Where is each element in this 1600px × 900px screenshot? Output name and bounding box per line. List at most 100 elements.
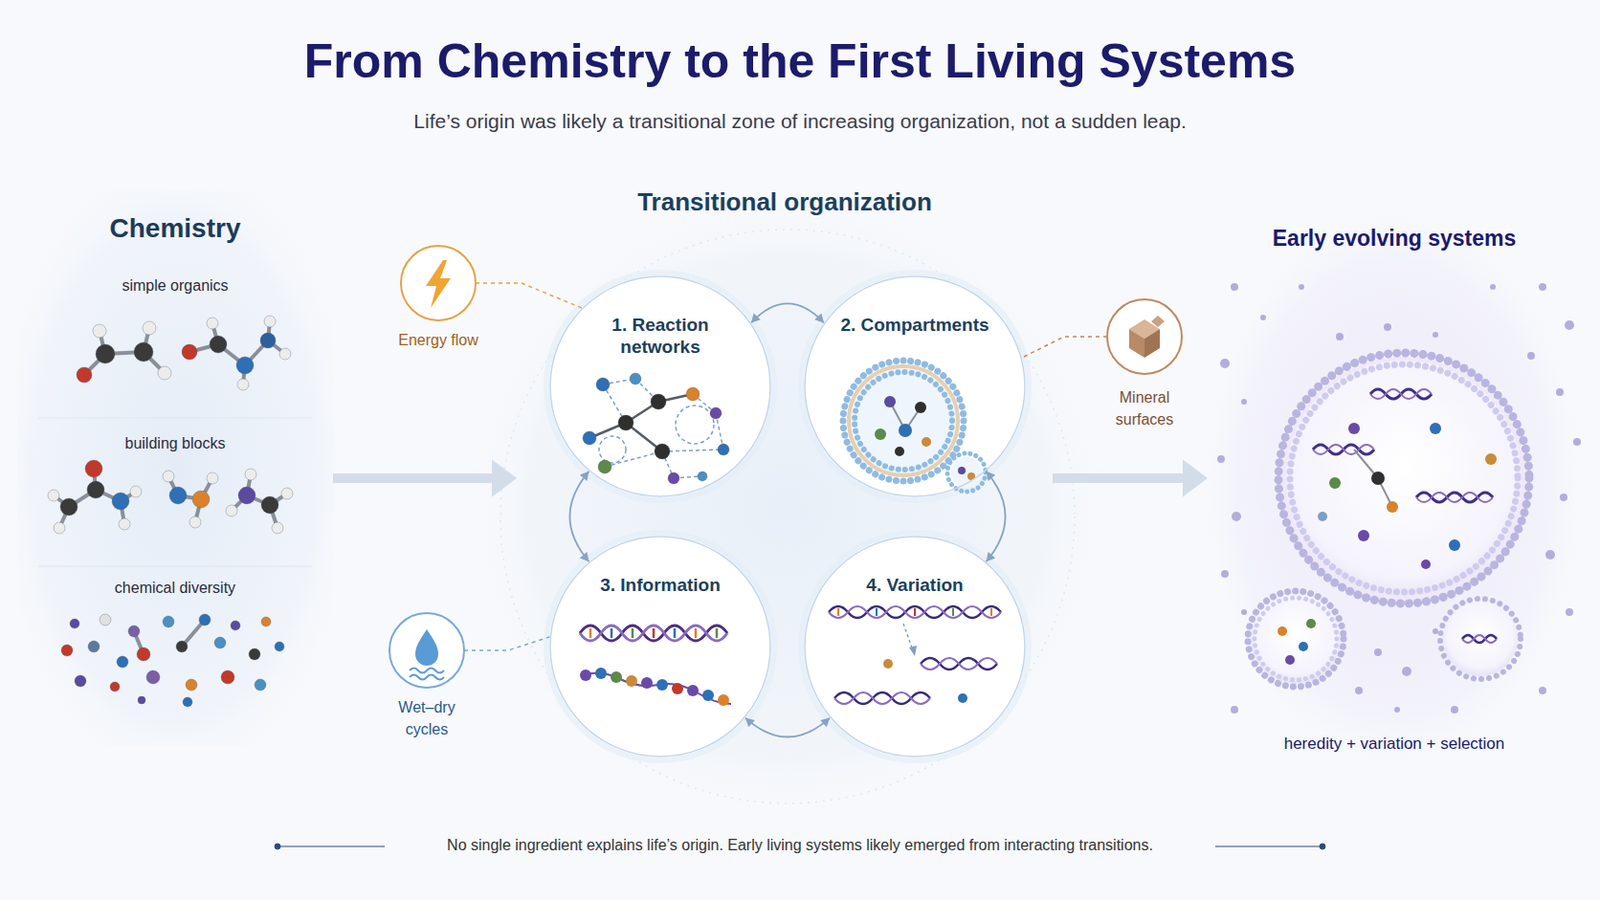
arrow-head [751, 313, 761, 324]
mineral-crystal [1129, 315, 1165, 358]
water-drop [415, 629, 439, 667]
molecule-model [95, 344, 115, 364]
molecule-model [92, 324, 107, 338]
ambient-dots [1230, 283, 1239, 291]
flow-arrow [1052, 460, 1208, 498]
reaction-network [675, 405, 714, 445]
panel-glows [1198, 200, 1591, 776]
dashed-leader [1022, 336, 1108, 358]
cycle-arrow [745, 718, 830, 738]
molecule-model [99, 614, 112, 626]
molecule-model [192, 490, 210, 509]
circle-outline [803, 275, 1026, 498]
molecule-model [74, 675, 87, 688]
molecule-model [47, 315, 293, 708]
arrow-head [491, 460, 517, 498]
protocell [1416, 492, 1493, 503]
stage-circle: 3. Information [549, 535, 772, 758]
circle-outline [550, 276, 771, 497]
rna-strand [579, 625, 732, 707]
molecule-model [116, 656, 129, 668]
ambient-dots [1221, 570, 1229, 578]
molecule-model [261, 617, 271, 627]
rna-strand [702, 689, 714, 702]
rna-strand [641, 677, 653, 689]
arrow-head [986, 471, 997, 482]
icon-label: Mineral surfaces [1104, 386, 1185, 431]
reaction-network [589, 394, 693, 452]
molecule-model [189, 516, 201, 529]
ambient-dots [1565, 608, 1574, 617]
molecule-model [110, 682, 120, 692]
molecule-model [185, 679, 198, 691]
ambient-dots [1559, 493, 1568, 502]
protocell [1371, 471, 1385, 486]
protocell [1329, 477, 1341, 489]
dashed-leader [464, 637, 550, 651]
protocell [1254, 598, 1337, 681]
reaction-network [717, 444, 730, 456]
rna-strand [589, 628, 593, 639]
molecule-model [47, 489, 60, 502]
molecule-model [209, 335, 227, 354]
molecule-model [128, 625, 140, 638]
molecule-model [274, 642, 285, 652]
reaction-network [596, 377, 610, 392]
ambient-dots [1545, 550, 1556, 560]
variant-strands [834, 692, 931, 705]
mineral-icon: Mineral surfaces [1088, 298, 1200, 437]
protocell [1247, 591, 1344, 688]
protocell [1298, 642, 1309, 652]
ambient-dots [1241, 609, 1247, 616]
vesicle [894, 446, 905, 457]
reaction-network [697, 471, 708, 482]
ambient-dots [1432, 332, 1439, 338]
vesicle [848, 366, 958, 476]
section-heading: Chemistry [26, 212, 324, 245]
rna-strand [656, 679, 668, 691]
protocell [1448, 539, 1461, 552]
stage-circle: 4. Variation [803, 535, 1026, 758]
protocell [1443, 601, 1518, 677]
flow-arrow [333, 473, 500, 484]
circle-fill [543, 269, 778, 504]
ambient-dots [1260, 314, 1267, 321]
protocell [1277, 352, 1531, 605]
protocell [1462, 635, 1497, 644]
ambient-dots [1230, 706, 1239, 714]
chemistry-panel: Chemistrysimple organicsbuilding blocksc… [17, 191, 334, 747]
reaction-network [629, 373, 642, 385]
icon-outline [1107, 299, 1182, 375]
mineral-crystal [1144, 329, 1160, 358]
molecule-model [162, 616, 175, 628]
molecule-model [133, 342, 154, 362]
reaction-network [582, 431, 597, 445]
circle-outline [804, 276, 1025, 497]
rna-strand [610, 671, 623, 684]
protocell [1429, 422, 1442, 435]
ambient-dots [1298, 284, 1305, 290]
protocell [1247, 352, 1531, 688]
protocell [1440, 599, 1521, 680]
icon-outline [389, 613, 465, 689]
energy-bolt [425, 260, 451, 309]
energy-bolt [425, 260, 451, 309]
rna-strand [715, 628, 719, 639]
panel-glows [17, 191, 334, 747]
molecule-model [281, 488, 293, 500]
ambient-dots [1538, 687, 1547, 695]
row-divider [38, 417, 312, 419]
ambient-dots [1217, 283, 1581, 714]
ambient-dots [1383, 323, 1392, 332]
protocell [1485, 453, 1497, 466]
circle-fill [1107, 299, 1182, 375]
ambient-dots [1527, 352, 1535, 360]
molecule-model [244, 468, 257, 481]
reaction-network [599, 378, 724, 479]
vesicle [874, 428, 887, 441]
reaction-network [710, 407, 722, 420]
rna-strand [717, 694, 730, 707]
reaction-network [604, 451, 663, 467]
caption: No single ingredient explains life’s ori… [0, 836, 1600, 855]
